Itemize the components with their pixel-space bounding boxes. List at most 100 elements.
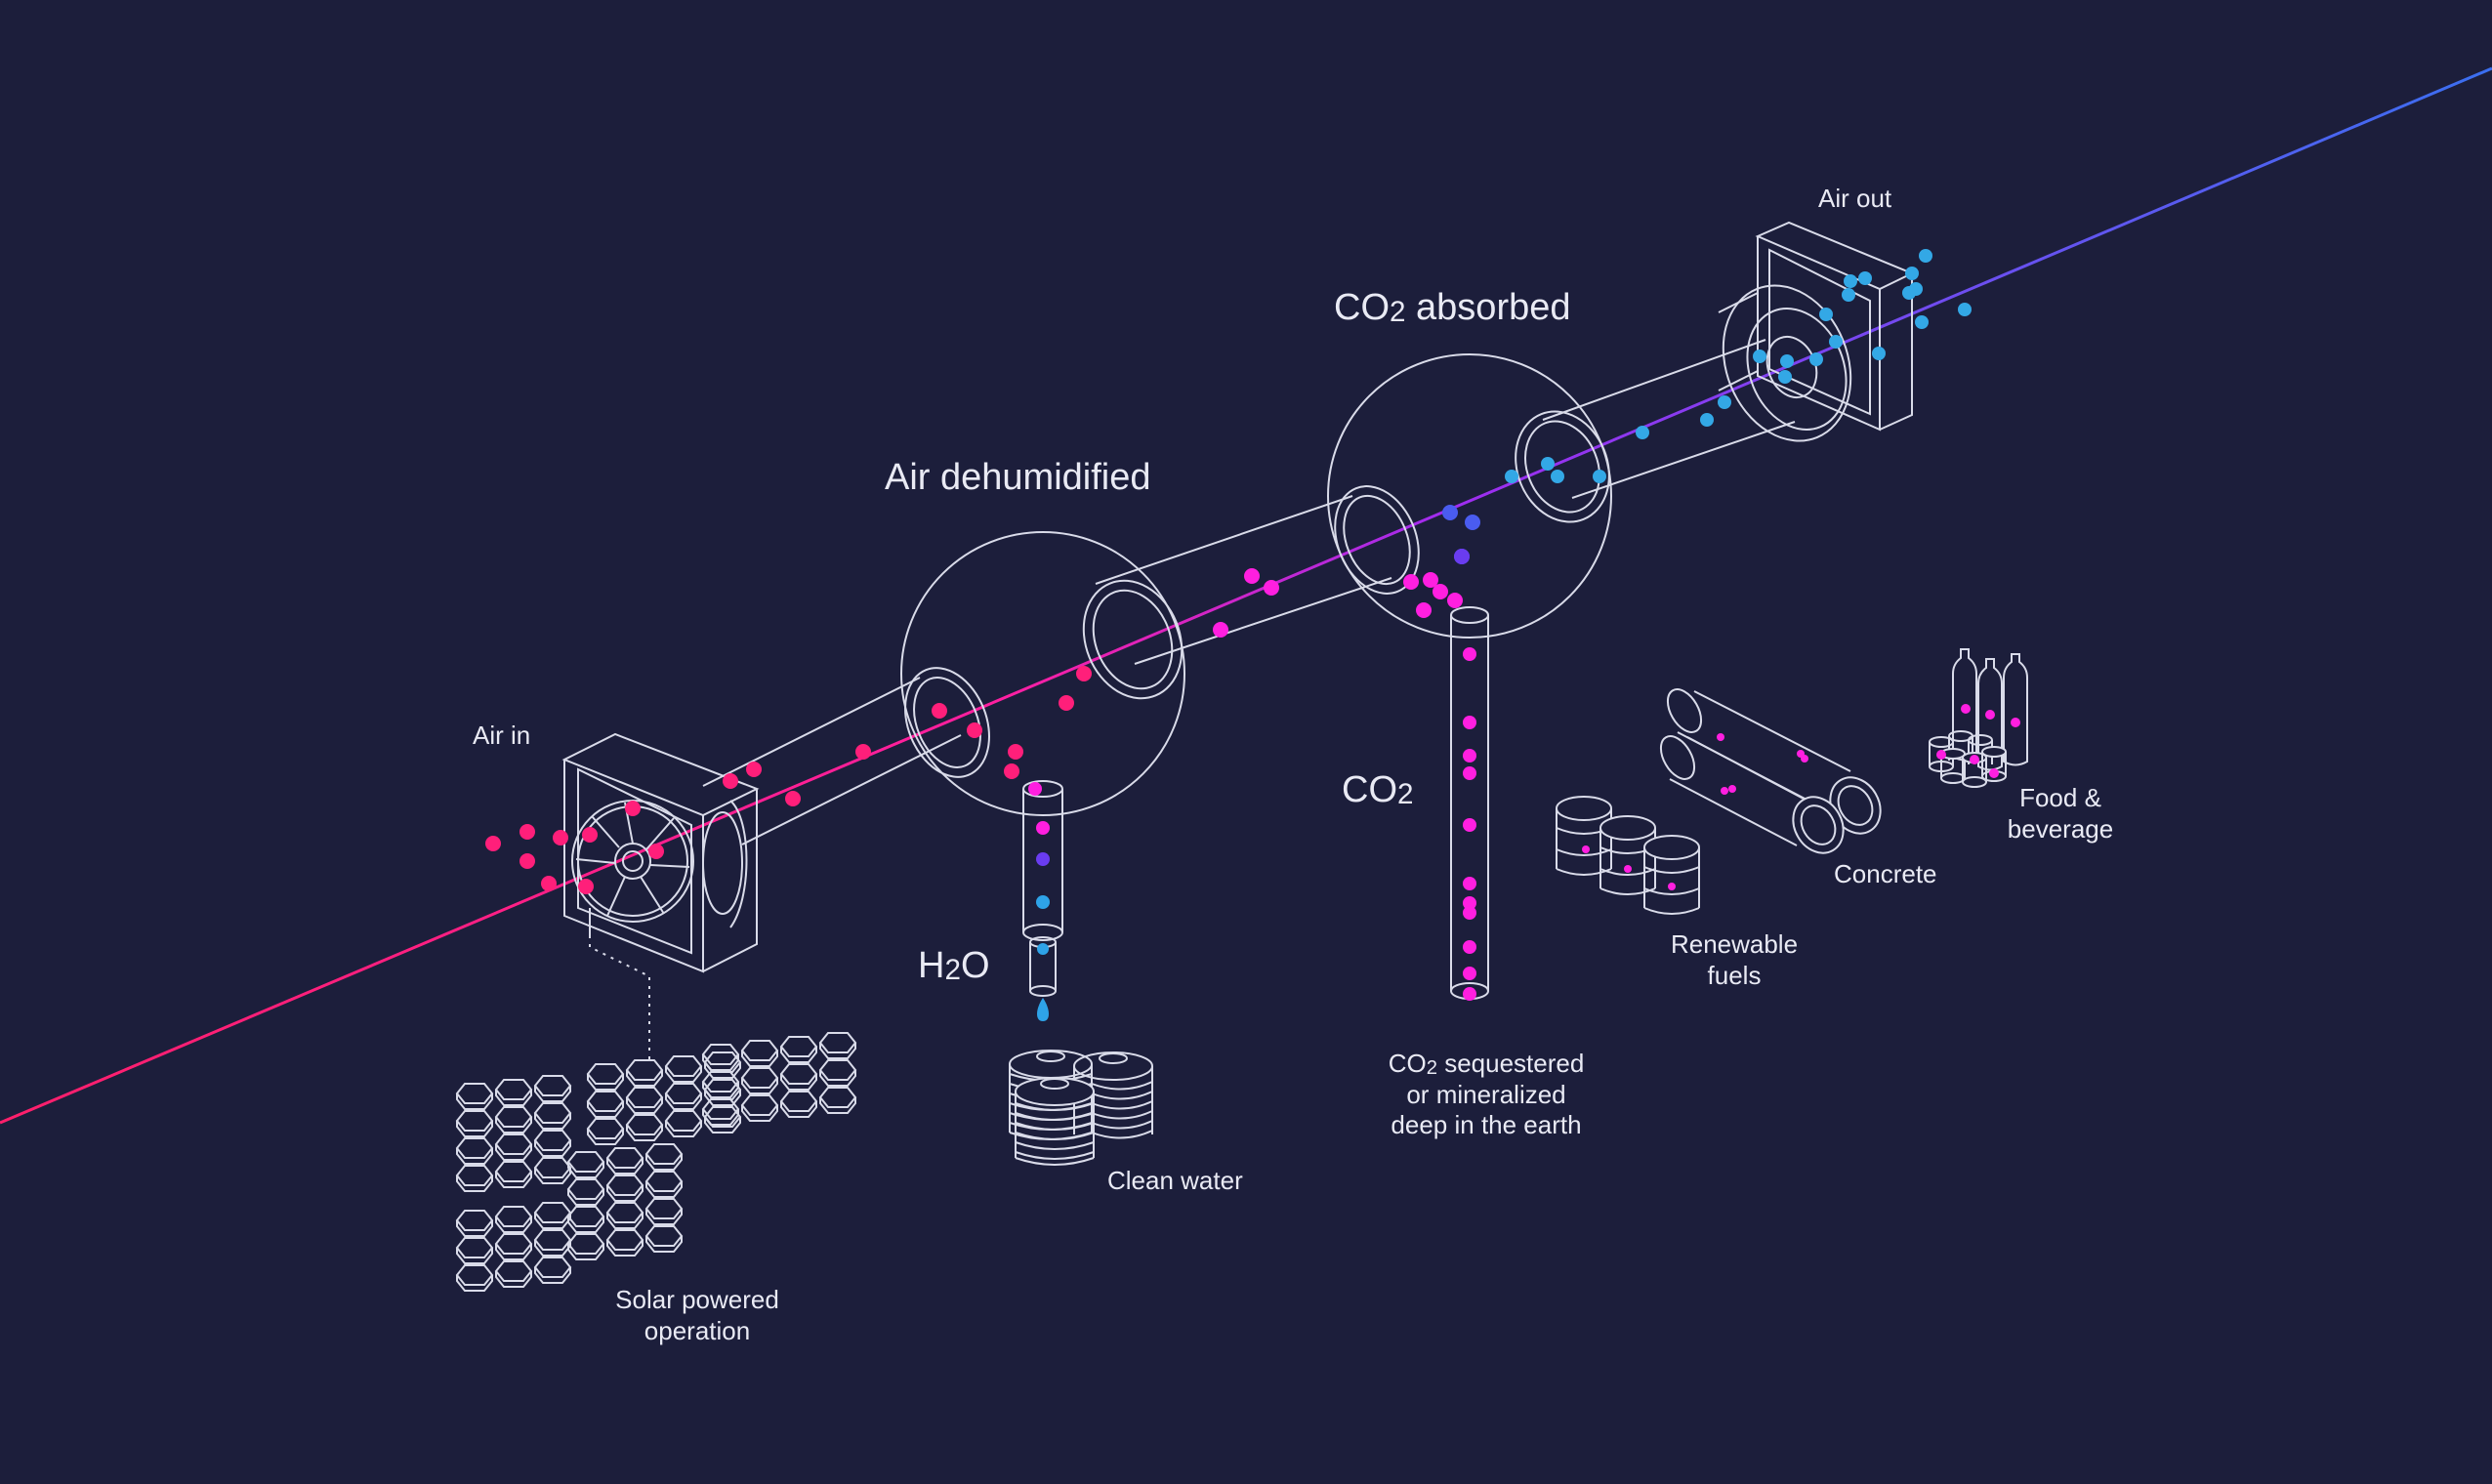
solar-cell-edge xyxy=(456,1093,493,1110)
solar-cell-edge xyxy=(645,1181,683,1198)
particle xyxy=(1961,704,1971,714)
solar-cell-edge xyxy=(606,1213,644,1229)
solar-cell-edge xyxy=(741,1105,778,1122)
particle xyxy=(1454,549,1470,564)
solar-cell-edge xyxy=(819,1043,856,1059)
particle xyxy=(1465,515,1480,530)
solar-cell-edge xyxy=(456,1175,493,1192)
solar-cell xyxy=(818,1059,857,1081)
beverage-can-icon xyxy=(1929,648,2028,788)
solar-cell xyxy=(533,1202,572,1223)
solar-cell xyxy=(644,1198,684,1219)
solar-cell xyxy=(455,1237,494,1258)
solar-cell-edge xyxy=(741,1051,778,1067)
solar-cell-edge xyxy=(819,1097,856,1114)
solar-cell-edge xyxy=(606,1240,644,1257)
solar-cell-edge xyxy=(665,1093,702,1110)
particle xyxy=(541,876,557,891)
solar-cell xyxy=(605,1175,644,1196)
solar-cell-edge xyxy=(456,1121,493,1137)
fuel-barrel-icon xyxy=(1556,796,1700,915)
solar-cell-edge xyxy=(819,1070,856,1087)
air-in-label: Air in xyxy=(473,721,531,750)
particle xyxy=(519,824,535,840)
particle xyxy=(1076,666,1092,681)
solar-cell-edge xyxy=(495,1216,532,1233)
solar-cell xyxy=(740,1040,779,1061)
particle xyxy=(582,827,598,843)
particle xyxy=(746,762,762,777)
solar-cell xyxy=(455,1110,494,1132)
particles xyxy=(485,249,2020,1001)
solar-cell-edge xyxy=(704,1090,741,1106)
solar-cell xyxy=(779,1091,818,1112)
particle xyxy=(1780,354,1794,368)
solar-cell xyxy=(779,1063,818,1085)
solar-cell xyxy=(455,1083,494,1104)
particle xyxy=(1463,716,1476,729)
particle xyxy=(578,879,594,894)
solar-cell xyxy=(625,1114,664,1135)
solar-cell xyxy=(455,1165,494,1186)
solar-cell-edge xyxy=(534,1086,571,1102)
particle xyxy=(1829,335,1843,349)
particle xyxy=(723,773,738,789)
particle xyxy=(553,830,568,845)
solar-cell xyxy=(494,1206,533,1227)
solar-cell xyxy=(455,1210,494,1231)
particle xyxy=(1728,785,1736,793)
solar-cell xyxy=(625,1087,664,1108)
particle xyxy=(1463,896,1476,910)
solar-connection-line xyxy=(589,918,650,1059)
particle xyxy=(1505,470,1518,483)
solar-cell xyxy=(644,1171,684,1192)
solar-cell-edge xyxy=(534,1240,571,1257)
particle xyxy=(1463,987,1476,1001)
solar-cell xyxy=(586,1091,625,1112)
solar-cell-edge xyxy=(456,1220,493,1237)
particle xyxy=(1872,347,1886,360)
solar-cell-edge xyxy=(741,1078,778,1094)
particle xyxy=(485,836,501,851)
particle xyxy=(1970,755,1979,764)
solar-cell xyxy=(455,1137,494,1159)
solar-panel-icon xyxy=(455,1032,857,1292)
solar-cell xyxy=(494,1260,533,1282)
solar-cell-edge xyxy=(702,1082,739,1098)
solar-cell xyxy=(566,1178,605,1200)
particle xyxy=(1809,352,1823,366)
particle xyxy=(1778,370,1792,384)
solar-cell-edge xyxy=(495,1144,532,1161)
particle xyxy=(1801,755,1808,763)
solar-cell xyxy=(533,1157,572,1178)
solar-cell xyxy=(533,1075,572,1096)
solar-cell xyxy=(605,1202,644,1223)
particle xyxy=(1989,768,1999,778)
solar-cell xyxy=(605,1229,644,1251)
particle xyxy=(1668,883,1676,890)
particle xyxy=(1551,470,1564,483)
particle xyxy=(1403,574,1419,590)
solar-cell-edge xyxy=(456,1248,493,1264)
solar-cell-edge xyxy=(704,1117,741,1134)
solar-cell xyxy=(664,1055,703,1077)
co2-column xyxy=(1450,606,1489,1000)
particle xyxy=(1819,308,1833,321)
particle xyxy=(1463,967,1476,980)
particle xyxy=(1463,906,1476,920)
solar-cell-edge xyxy=(704,1062,741,1079)
solar-cell xyxy=(586,1118,625,1139)
solar-cell xyxy=(494,1161,533,1182)
particle xyxy=(1264,580,1279,596)
particle xyxy=(1905,267,1919,280)
solar-cell-edge xyxy=(587,1101,624,1118)
particle xyxy=(1463,766,1476,780)
solar-cell xyxy=(533,1102,572,1124)
solar-label: Solar powered operation xyxy=(615,1285,779,1345)
concrete-pipe-icon xyxy=(1659,688,1882,854)
particle xyxy=(1636,426,1649,439)
particle xyxy=(1936,750,1946,760)
particle xyxy=(1700,413,1714,427)
solar-cell-edge xyxy=(495,1244,532,1260)
